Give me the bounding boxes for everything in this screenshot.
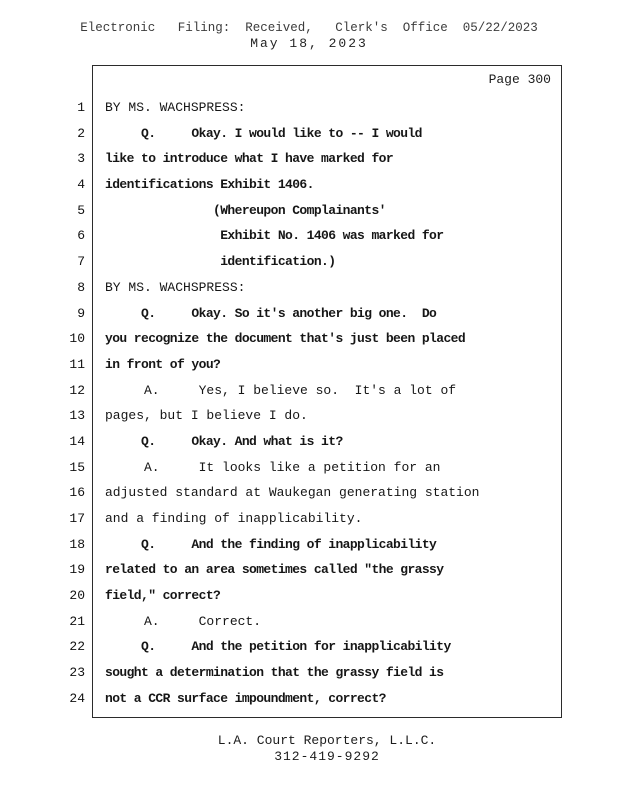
- line-text: Q. Okay. So it's another big one. Do: [105, 305, 437, 321]
- line-number: 1: [77, 100, 85, 115]
- line-text: pages, but I believe I do.: [105, 408, 308, 424]
- line-number: 21: [69, 613, 85, 629]
- line-number: 8: [77, 279, 85, 295]
- transcript-line: 17 and a finding of inapplicability.: [69, 506, 551, 532]
- line-text: and a finding of inapplicability.: [105, 511, 363, 526]
- line-text: identification.): [105, 254, 336, 270]
- reporter-company: L.A. Court Reporters, L.L.C.: [217, 733, 437, 748]
- line-number: 4: [77, 177, 85, 193]
- transcript-line: 16 adjusted standard at Waukegan generati…: [69, 480, 551, 506]
- line-number: 2: [77, 125, 85, 141]
- line-text: not a CCR surface impoundment, correct?: [105, 690, 386, 706]
- transcript-line: 2 Q. Okay. I would like to -- I would: [77, 121, 551, 147]
- line-number: 13: [69, 408, 85, 424]
- line-text: BY MS. WACHSPRESS:: [105, 100, 246, 115]
- line-text: you recognize the document that's just b…: [105, 331, 466, 347]
- transcript-line: 6 Exhibit No. 1406 was marked for: [77, 223, 551, 249]
- hearing-date: May 18, 2023: [250, 36, 368, 51]
- transcript-line: 9 Q. Okay. So it's another big one. Do: [77, 301, 551, 327]
- transcript-line: 22 Q. And the petition for inapplicabili…: [69, 634, 551, 660]
- transcript-line: 11 in front of you?: [69, 352, 551, 378]
- line-number: 14: [69, 433, 85, 449]
- line-number: 18: [69, 536, 85, 552]
- transcript-line: 13 pages, but I believe I do.: [69, 403, 551, 429]
- line-number: 12: [69, 382, 85, 398]
- efiling-stamp: Electronic Filing: Received, Clerk's Off…: [80, 21, 538, 35]
- transcript-line: 4 identifications Exhibit 1406.: [77, 172, 551, 198]
- line-text: (Whereupon Complainants': [105, 202, 386, 218]
- line-text: A. Yes, I believe so. It's a lot of: [105, 382, 457, 398]
- line-number: 24: [69, 690, 85, 706]
- line-number: 3: [77, 151, 85, 167]
- transcript-line: 7 identification.): [77, 249, 551, 275]
- line-number: 15: [69, 459, 85, 475]
- line-text: in front of you?: [105, 356, 221, 372]
- transcript-line: 15 A. It looks like a petition for an: [69, 455, 551, 481]
- transcript-line: 19 related to an area sometimes called "t…: [69, 557, 551, 583]
- line-text: adjusted standard at Waukegan generating…: [105, 485, 480, 501]
- transcript-page-box: Page 300 1 BY MS. WACHSPRESS: 2 Q. Okay. I…: [69, 65, 562, 718]
- transcript-line: 18 Q. And the finding of inapplicability: [69, 532, 551, 558]
- page-number: Page 300: [488, 72, 551, 87]
- line-text: BY MS. WACHSPRESS:: [105, 279, 246, 295]
- transcript-line: 20 field," correct?: [69, 583, 551, 609]
- transcript-line: 3 like to introduce what I have marked fo…: [77, 146, 551, 172]
- transcript-line: 10 you recognize the document that's just…: [69, 326, 551, 352]
- transcript-line: 14 Q. Okay. And what is it?: [69, 429, 551, 455]
- line-text: sought a determination that the grassy f…: [105, 665, 444, 681]
- line-text: identifications Exhibit 1406.: [105, 177, 314, 193]
- line-number: 7: [77, 254, 85, 270]
- transcript-line: 8 BY MS. WACHSPRESS:: [77, 275, 551, 301]
- transcript-line: 23 sought a determination that the grassy…: [69, 660, 551, 686]
- line-number: 19: [69, 562, 85, 578]
- line-number: 10: [69, 331, 85, 347]
- reporter-footer: L.A. Court Reporters, L.L.C. 312-419-929…: [92, 733, 562, 765]
- transcript-line: 21 A. Correct.: [69, 609, 551, 635]
- line-text: Q. Okay. And what is it?: [105, 433, 343, 449]
- line-text: Q. And the finding of inapplicability: [105, 536, 437, 552]
- line-text: Q. And the petition for inapplicability: [105, 639, 451, 655]
- line-text: field," correct?: [105, 588, 221, 604]
- transcript-line: 24 not a CCR surface impoundment, correct…: [69, 686, 551, 712]
- transcript-lines: 1 BY MS. WACHSPRESS: 2 Q. Okay. I would li…: [69, 95, 551, 712]
- line-text: Q. Okay. I would like to -- I would: [105, 125, 422, 141]
- line-text: A. It looks like a petition for an: [105, 459, 441, 475]
- line-number: 17: [69, 511, 85, 526]
- line-number: 16: [69, 485, 85, 501]
- reporter-phone: 312-419-9292: [274, 749, 380, 764]
- line-number: 11: [69, 356, 85, 372]
- line-text: Exhibit No. 1406 was marked for: [105, 228, 444, 244]
- line-number: 5: [77, 202, 85, 218]
- line-number: 23: [69, 665, 85, 681]
- transcript-line: 12 A. Yes, I believe so. It's a lot of: [69, 378, 551, 404]
- line-number: 20: [69, 588, 85, 604]
- line-number: 9: [77, 305, 85, 321]
- line-number: 22: [69, 639, 85, 655]
- transcript-line: 1 BY MS. WACHSPRESS:: [77, 95, 551, 121]
- line-text: like to introduce what I have marked for: [105, 151, 394, 167]
- transcript-line: 5 (Whereupon Complainants': [77, 198, 551, 224]
- line-text: A. Correct.: [105, 613, 262, 629]
- line-text: related to an area sometimes called "the…: [105, 562, 444, 578]
- line-number: 6: [77, 228, 85, 244]
